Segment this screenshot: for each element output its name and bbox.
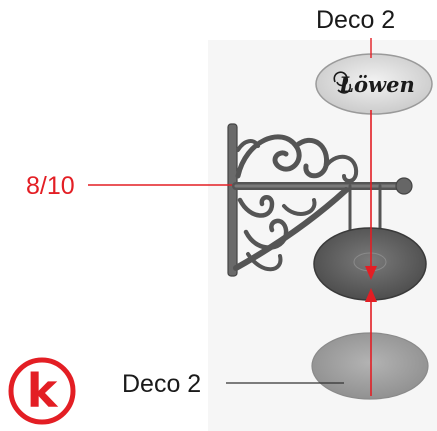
- sign-text: Löwen: [338, 72, 414, 97]
- assembly-arrow-up: [365, 288, 377, 396]
- sign-ornament-icon: [333, 71, 352, 94]
- k-circle-logo-icon: k: [8, 357, 76, 425]
- top-part-label: Deco 2: [316, 6, 396, 34]
- assembly-arrow-down: [365, 110, 377, 280]
- bracket-part-label: 8/10: [26, 172, 75, 200]
- hanging-sign-plate: [313, 227, 427, 301]
- bottom-part-label: Deco 2: [122, 370, 202, 398]
- logo-letter: k: [27, 364, 59, 418]
- bottom-sign-plate: [311, 332, 429, 400]
- top-sign-plate: Löwen: [315, 53, 433, 115]
